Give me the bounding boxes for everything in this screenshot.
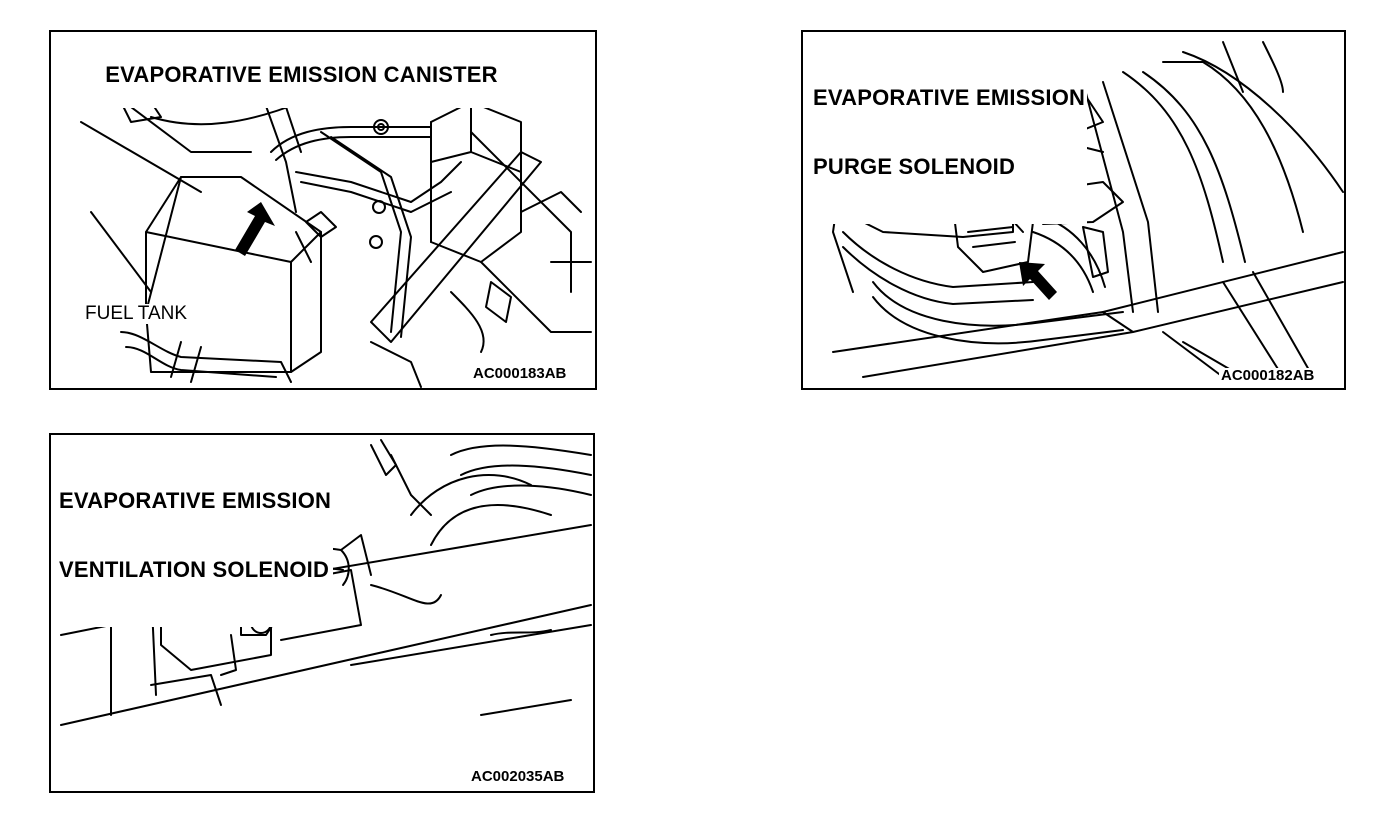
figure-code: AC002035AB	[469, 768, 567, 785]
locator-arrow-icon	[235, 202, 275, 256]
title-line: EVAPORATIVE EMISSION	[813, 85, 1086, 110]
locator-arrow-icon	[1019, 262, 1057, 300]
figure-canister: EVAPORATIVE EMISSION CANISTER FUEL TANK …	[49, 30, 597, 390]
figure-purge-solenoid: EVAPORATIVE EMISSION PURGE SOLENOID AC00…	[801, 30, 1346, 390]
title-line: EVAPORATIVE EMISSION	[59, 488, 332, 513]
title-line: VENTILATION SOLENOID	[59, 557, 330, 582]
fuel-tank-label: FUEL TANK	[83, 303, 190, 324]
figure-code: AC000183AB	[471, 365, 569, 382]
title-line: PURGE SOLENOID	[813, 154, 1016, 179]
canister-line-art	[80, 91, 592, 388]
figure-title: EVAPORATIVE EMISSION CANISTER	[78, 42, 500, 108]
figure-title: EVAPORATIVE EMISSION VENTILATION SOLENOI…	[57, 443, 334, 627]
figure-title: EVAPORATIVE EMISSION PURGE SOLENOID	[811, 40, 1088, 224]
figure-code: AC000182AB	[1219, 367, 1317, 384]
figure-ventilation-solenoid: EVAPORATIVE EMISSION VENTILATION SOLENOI…	[49, 433, 595, 793]
